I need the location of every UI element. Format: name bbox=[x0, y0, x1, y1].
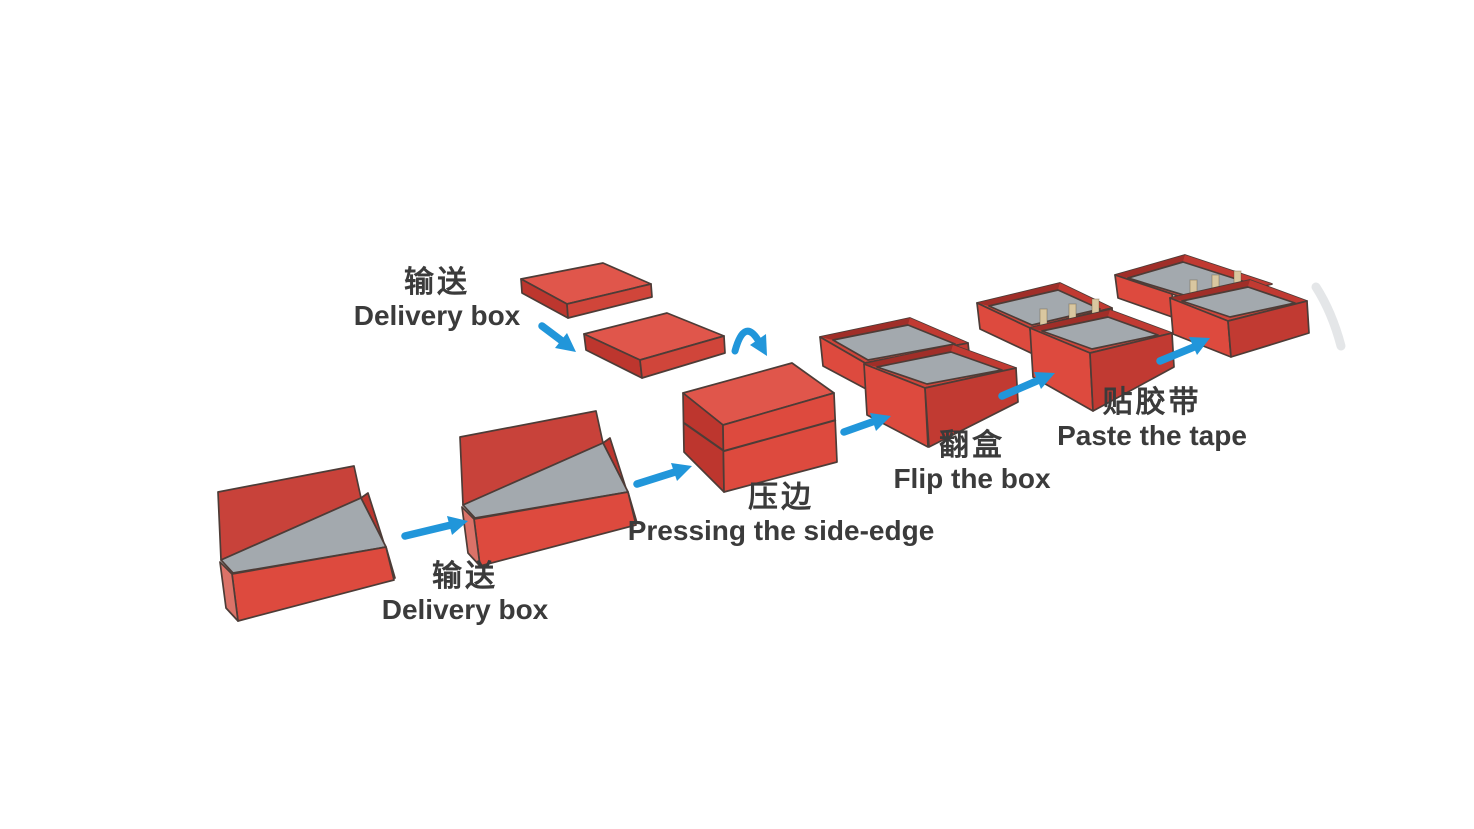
label-paste-tape: 贴胶带 Paste the tape bbox=[1057, 386, 1247, 451]
arrow-delivery-1-head bbox=[447, 516, 468, 535]
arrow-to-pressing-head bbox=[671, 463, 692, 481]
tray-flip-front bbox=[863, 344, 1019, 448]
inner-wall-far-right bbox=[1248, 280, 1307, 303]
inner-wall-far-left bbox=[1115, 255, 1185, 278]
interior-floor bbox=[876, 351, 1003, 385]
corner-highlight bbox=[219, 561, 239, 622]
label-delivery-top-en: Delivery box bbox=[353, 300, 521, 331]
label-paste-tape-en: Paste the tape bbox=[1057, 420, 1247, 451]
arrow-to-flip-shaft bbox=[840, 417, 879, 436]
arrow-delivery-lid bbox=[538, 322, 576, 352]
inner-wall-far-left bbox=[1030, 310, 1110, 331]
right-wall bbox=[1227, 300, 1310, 358]
arrow-to-output-head bbox=[1189, 337, 1210, 355]
inner-wall-far-right bbox=[951, 345, 1016, 370]
arrow-to-pressing-shaft bbox=[633, 468, 679, 488]
tray-paste-front bbox=[1029, 309, 1175, 412]
label-delivery-top: 输送 Delivery box bbox=[354, 266, 521, 331]
interior-floor bbox=[832, 324, 956, 361]
box-closed-pressing bbox=[682, 362, 838, 493]
arrow-to-pressing bbox=[633, 463, 692, 488]
inner-wall-far-left bbox=[1170, 280, 1250, 301]
lid-seam bbox=[683, 419, 837, 452]
interior-floor bbox=[1041, 316, 1159, 350]
label-flip-en: Flip the box bbox=[893, 463, 1051, 494]
inner-wall-far-left bbox=[977, 283, 1060, 306]
tape-tab-1 bbox=[1039, 308, 1048, 326]
label-flip-zh: 翻盒 bbox=[938, 429, 1005, 462]
inner-wall-far-left bbox=[864, 345, 953, 367]
arrow-to-output-shaft bbox=[1156, 343, 1198, 365]
label-pressing-en: Pressing the side-edge bbox=[627, 515, 935, 546]
label-delivery-bottom-en: Delivery box bbox=[381, 594, 549, 625]
arrow-flip-rotate bbox=[731, 327, 767, 356]
front-face bbox=[639, 335, 726, 379]
arrow-flip-rotate-arc bbox=[731, 327, 762, 355]
arrow-flip-rotate-head bbox=[750, 334, 767, 356]
inner-wall-far-right bbox=[1108, 310, 1172, 335]
arrow-delivery-1 bbox=[401, 516, 468, 540]
right-wall bbox=[924, 367, 1019, 448]
arrow-delivery-1-shaft bbox=[401, 521, 455, 540]
front-face bbox=[566, 283, 653, 319]
label-flip: 翻盒 Flip the box bbox=[893, 429, 1050, 494]
lid-flat-1 bbox=[520, 262, 653, 319]
lid-flat-2 bbox=[583, 312, 726, 379]
box-open-delivery-2 bbox=[459, 410, 638, 567]
inner-wall-far-left bbox=[820, 318, 910, 340]
box-open-delivery-1 bbox=[217, 465, 396, 622]
front-face bbox=[722, 392, 838, 493]
tray-taped-front bbox=[1169, 279, 1310, 358]
label-delivery-bottom: 输送 Delivery box bbox=[382, 560, 549, 625]
arrow-to-output bbox=[1156, 337, 1210, 365]
interior-floor bbox=[988, 289, 1101, 326]
interior-floor bbox=[1181, 286, 1296, 318]
inner-wall-far-right bbox=[908, 318, 968, 344]
arrow-to-paste-shaft bbox=[998, 376, 1043, 400]
label-pressing: 压边 Pressing the side-edge bbox=[628, 481, 935, 546]
right-wall bbox=[1089, 332, 1175, 412]
label-delivery-bottom-zh: 输送 bbox=[432, 560, 498, 593]
arrow-delivery-lid-head bbox=[555, 333, 576, 352]
arrow-delivery-lid-shaft bbox=[538, 322, 566, 345]
tape-tab-2 bbox=[1068, 303, 1077, 320]
label-pressing-zh: 压边 bbox=[747, 481, 814, 514]
background-swoosh bbox=[1311, 282, 1346, 351]
arrow-to-flip bbox=[840, 413, 891, 436]
label-paste-tape-zh: 贴胶带 bbox=[1102, 386, 1202, 419]
tape-tab-3 bbox=[1091, 298, 1100, 315]
arrow-to-paste-head bbox=[1034, 372, 1055, 389]
swoosh-stroke bbox=[1311, 282, 1346, 351]
inner-wall-far-right bbox=[1183, 255, 1272, 286]
left-wall bbox=[863, 363, 929, 448]
arrow-to-flip-head bbox=[870, 413, 891, 431]
label-delivery-top-zh: 输送 bbox=[404, 266, 470, 299]
arrow-to-paste bbox=[998, 372, 1055, 400]
